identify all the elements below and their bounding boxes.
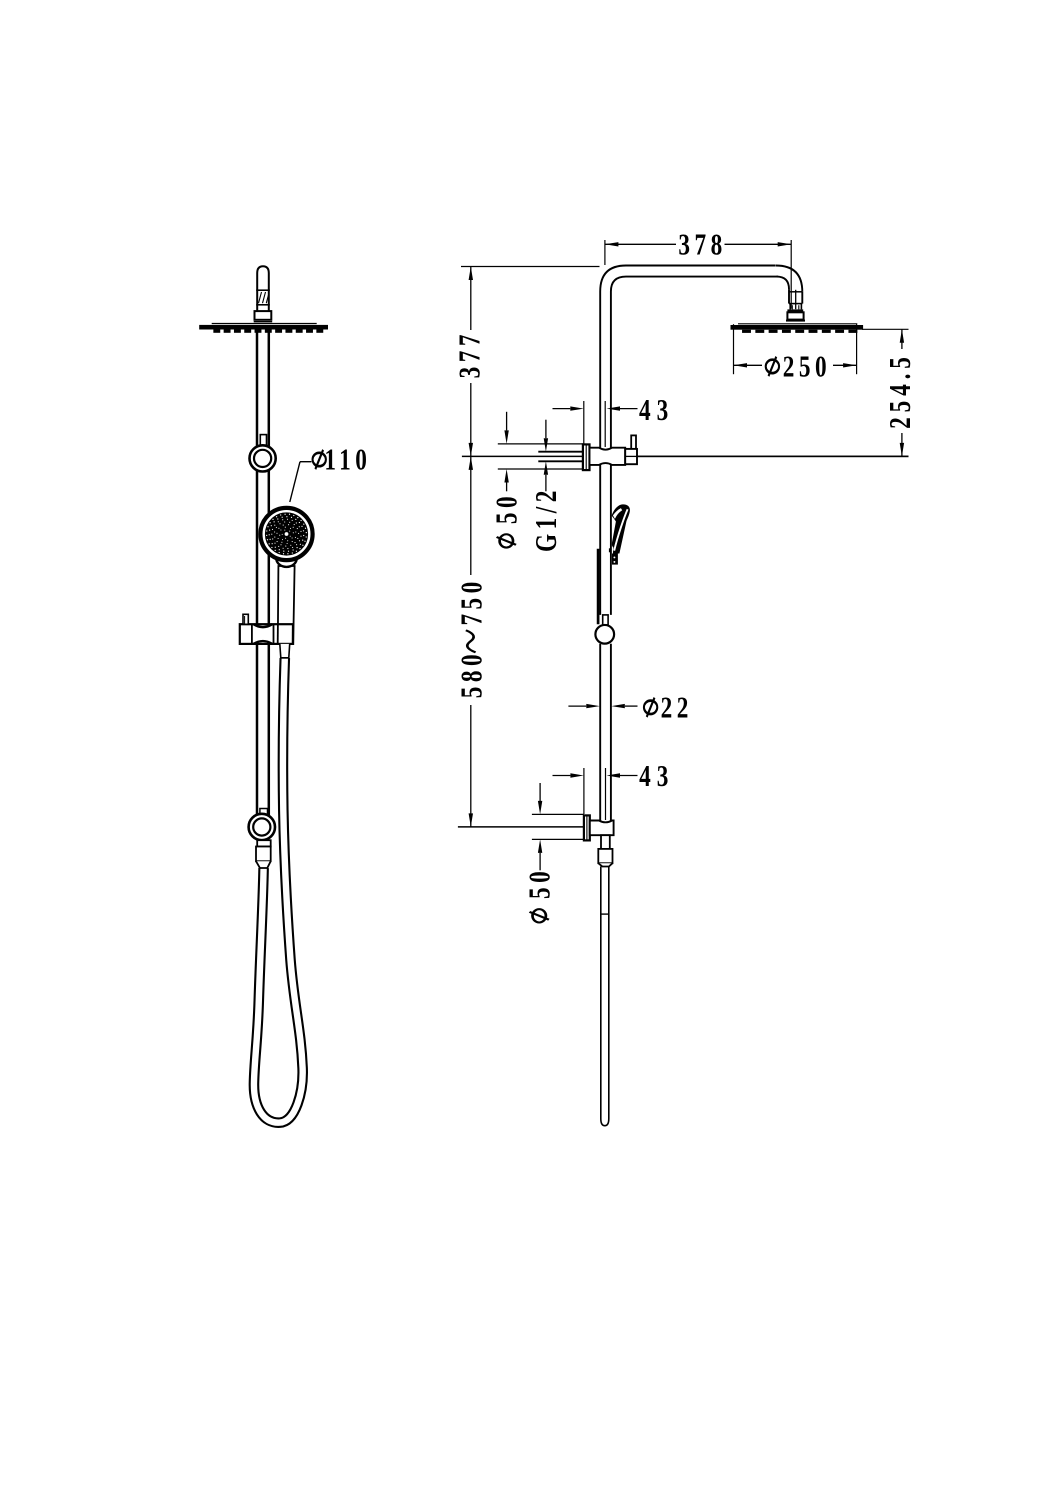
svg-text:22: 22 [661, 690, 693, 724]
svg-text:G1/2: G1/2 [529, 486, 563, 552]
svg-text:378: 378 [678, 227, 726, 261]
svg-text:110: 110 [324, 443, 371, 477]
svg-text:750: 750 [454, 577, 488, 625]
svg-text:50: 50 [489, 492, 523, 524]
svg-text:43: 43 [639, 759, 674, 793]
svg-text:580: 580 [454, 650, 488, 698]
svg-text:254.5: 254.5 [883, 352, 917, 429]
svg-text:250: 250 [783, 349, 831, 383]
svg-text:50: 50 [522, 867, 556, 899]
svg-text:43: 43 [639, 393, 674, 427]
svg-text:377: 377 [452, 330, 486, 378]
